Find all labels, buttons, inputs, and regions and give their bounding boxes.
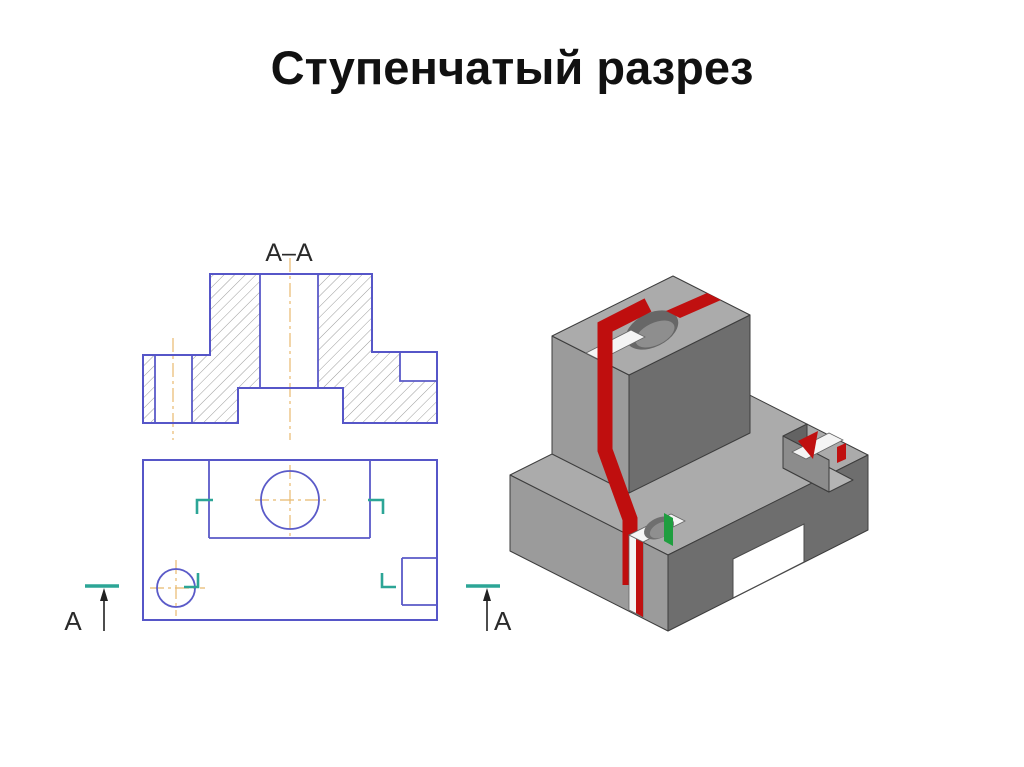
small-hole-3d	[628, 513, 686, 618]
plane-step-mark-1	[195, 498, 213, 514]
section-label: A–A	[265, 239, 313, 267]
cut-face-green-hole	[664, 513, 673, 546]
right-step-notch	[400, 352, 437, 381]
big-hole-channel	[260, 274, 318, 388]
cutting-plane-right-end: A	[466, 584, 512, 636]
cut-letter-right: A	[494, 606, 512, 636]
plan-view: A A	[64, 459, 512, 636]
cut-face-red-block-top	[666, 293, 721, 318]
cutting-plane-left-end: A	[64, 584, 119, 636]
plan-right-notch	[401, 557, 437, 606]
cut-face-red-base	[636, 538, 643, 617]
plan-outline	[142, 459, 438, 621]
section-outline	[142, 273, 438, 424]
plane-step-mark-4	[380, 573, 396, 589]
cut-letter-left: A	[64, 606, 82, 636]
small-hole-edges	[154, 355, 193, 423]
cut-face-red-right-2	[837, 443, 846, 463]
model-3d	[509, 275, 869, 632]
sight-arrowhead-left	[100, 588, 108, 601]
cut-face-red-right-1	[798, 431, 818, 459]
base-bottom-recess	[732, 523, 805, 599]
big-hole	[260, 470, 320, 530]
big-hole-centerlines	[255, 465, 327, 537]
kerf-slot-right	[791, 432, 844, 460]
plane-step-mark-2	[368, 498, 385, 514]
slide-title: Ступенчатый разрез	[270, 41, 754, 94]
right-notch-edges	[399, 352, 437, 382]
plane-step-mark-3	[184, 573, 200, 589]
sight-arrowhead-right	[483, 588, 491, 601]
section-view: A–A	[142, 239, 438, 440]
